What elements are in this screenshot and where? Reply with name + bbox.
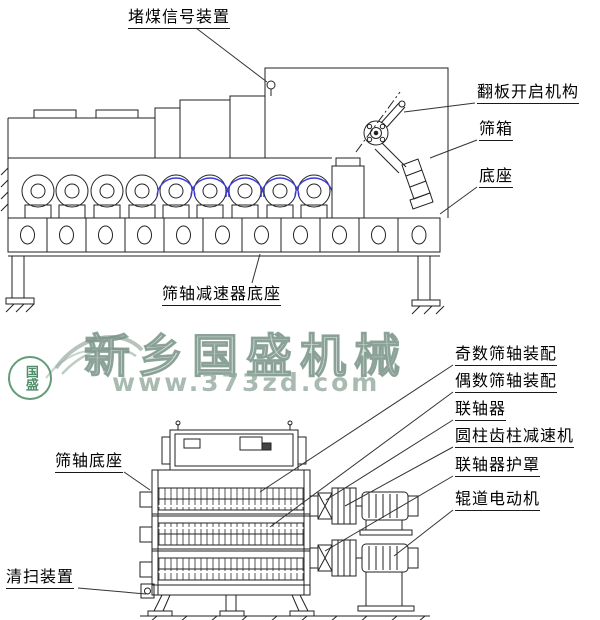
right-support (411, 256, 445, 315)
shaft-base-blocks (139, 491, 153, 578)
leader-odd-shaft (259, 364, 454, 493)
highlight-arcs (156, 177, 334, 198)
label-screen-box: 筛箱 (479, 120, 514, 141)
leader-coupling-guard (324, 475, 454, 552)
leader-coupling (325, 419, 454, 501)
leader-even-shaft (269, 391, 454, 528)
front-view (139, 420, 430, 620)
side-view (0, 67, 449, 315)
top-cover-box (161, 420, 307, 471)
legs (140, 594, 430, 620)
leader-flap-mechanism (403, 102, 476, 113)
leader-reducer-base (251, 253, 261, 284)
coal-signal-device (266, 80, 276, 96)
label-coal-blockage-signal: 堵煤信号装置 (128, 8, 231, 29)
label-coupling: 联轴器 (455, 400, 507, 421)
label-flap-opening-mechanism: 翻板开启机构 (477, 83, 580, 104)
drive-housing (331, 165, 365, 219)
watermark-url-text: www.373zd.com (112, 368, 381, 397)
label-screen-shaft-base: 筛轴底座 (55, 452, 124, 473)
watermark-brand-text: 新乡国盛机械 (83, 328, 408, 383)
screen-body (151, 469, 311, 596)
watermark-badge: 国盛 (8, 356, 52, 400)
leader-roller-motor (393, 509, 454, 557)
leader-screen-box (429, 139, 478, 159)
screen-rollers (21, 174, 365, 219)
leader-cyl-gear-reducer (344, 446, 454, 507)
label-cleaning-device: 清扫装置 (6, 568, 75, 589)
cleaning-device-part (140, 583, 155, 599)
leader-lines (77, 27, 478, 595)
label-cylindrical-gear-reducer: 圆柱齿柱减速机 (455, 427, 575, 448)
flap-mechanism-assembly (355, 91, 434, 210)
label-odd-screen-shaft-assembly: 奇数筛轴装配 (455, 345, 558, 366)
label-screen-shaft-reducer-base: 筛轴减速器底座 (162, 285, 282, 306)
drive-unit-upper (309, 487, 419, 536)
label-even-screen-shaft-assembly: 偶数筛轴装配 (455, 372, 558, 393)
left-support (5, 256, 35, 313)
label-roller-motor: 辊道电动机 (455, 490, 541, 511)
label-coupling-guard: 联轴器护罩 (455, 456, 541, 477)
label-base: 底座 (479, 167, 514, 188)
leader-shaft-base (123, 471, 151, 491)
leader-cleaning-device (77, 587, 147, 595)
leader-coal-signal (195, 27, 268, 83)
leader-base (439, 186, 478, 215)
base-band (7, 217, 441, 257)
watermark-badge-text: 国盛 (22, 365, 38, 391)
